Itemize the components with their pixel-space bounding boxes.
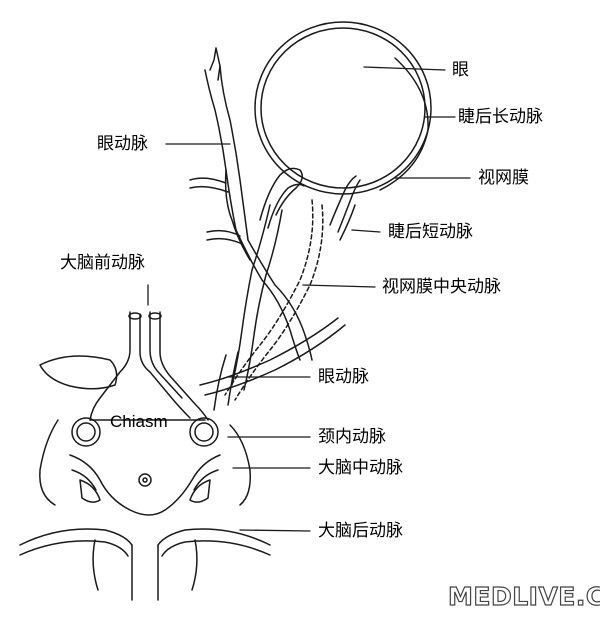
- ophthalmic-trunk: [232, 205, 312, 390]
- basilar-region: [70, 455, 220, 515]
- label-ophthalmic-artery-lower: 眼动脉: [318, 367, 369, 387]
- label-eye: 眼: [452, 60, 469, 80]
- label-short-posterior-ciliary-artery: 睫后短动脉: [388, 222, 473, 242]
- ophthalmic-artery-branches: [190, 48, 250, 260]
- watermark: MEDLIVE.CN: [447, 582, 600, 611]
- label-posterior-cerebral-artery: 大脑后动脉: [318, 521, 403, 541]
- posterior-cerebral-arteries: [20, 529, 270, 600]
- carotid-sweep: [200, 318, 345, 410]
- eyeball: [255, 22, 431, 194]
- chiasm-region: [40, 356, 250, 505]
- label-ophthalmic-artery-upper: 眼动脉: [97, 134, 148, 154]
- label-middle-cerebral-artery: 大脑中动脉: [318, 458, 403, 478]
- internal-carotid-circles: [72, 418, 218, 446]
- label-retina: 视网膜: [478, 168, 529, 188]
- label-central-retinal-artery: 视网膜中央动脉: [382, 277, 501, 297]
- ciliary-arteries: [260, 168, 360, 240]
- label-anterior-cerebral-artery: 大脑前动脉: [60, 253, 145, 273]
- leader-lines: [148, 67, 470, 531]
- label-long-posterior-ciliary-artery: 睫后长动脉: [458, 107, 543, 127]
- anterior-cerebral-arteries: [90, 312, 208, 420]
- central-retinal-artery: [225, 200, 323, 400]
- label-internal-carotid-artery: 颈内动脉: [318, 427, 386, 447]
- label-chiasm: Chiasm: [110, 412, 168, 431]
